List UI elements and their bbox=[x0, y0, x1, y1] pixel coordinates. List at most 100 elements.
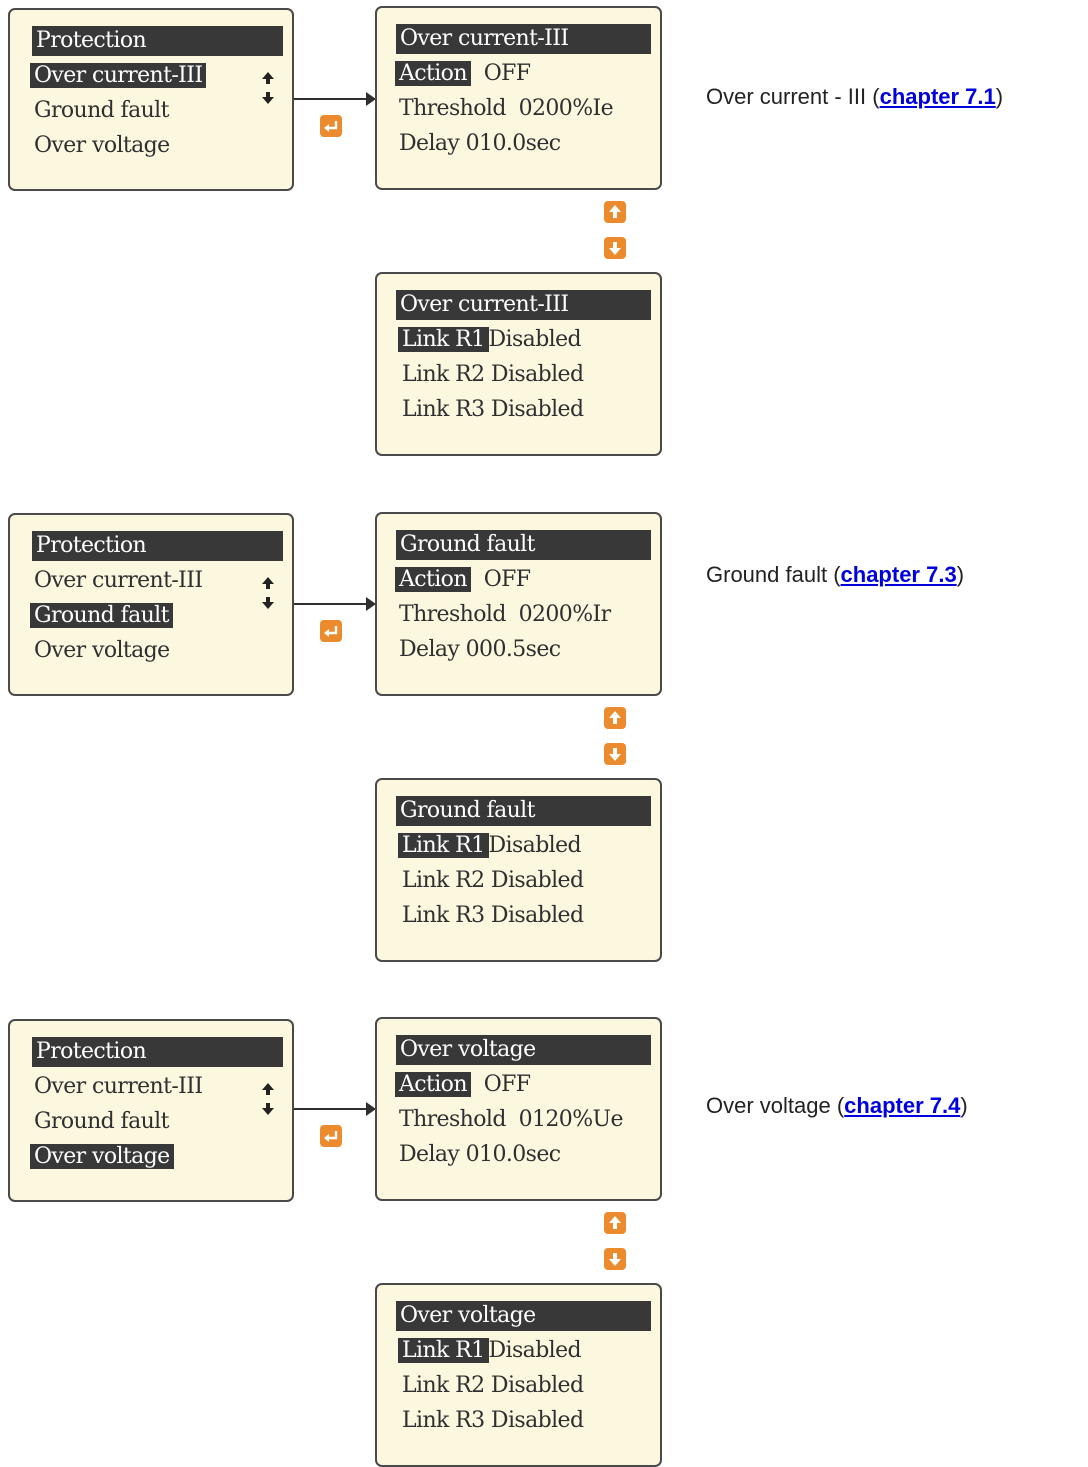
settings-screen: Ground fault Action OFF Threshold 0200%I… bbox=[375, 512, 662, 696]
settings-screen: Over voltage Action OFF Threshold 0120%U… bbox=[375, 1017, 662, 1201]
delay-row[interactable]: Delay 010.0sec bbox=[399, 1140, 561, 1170]
menu-item-ground-fault[interactable]: Ground fault bbox=[34, 96, 169, 126]
down-arrow-icon[interactable] bbox=[604, 1248, 626, 1270]
threshold-label: Threshold bbox=[399, 602, 506, 627]
menu-item-label: Over voltage bbox=[30, 1144, 174, 1169]
enter-icon[interactable] bbox=[320, 1125, 342, 1147]
delay-value: 010.0sec bbox=[465, 131, 561, 156]
menu-item-over-current[interactable]: Over current-III bbox=[34, 566, 203, 596]
threshold-row[interactable]: Threshold 0120%Ue bbox=[399, 1105, 623, 1135]
enter-icon[interactable] bbox=[320, 115, 342, 137]
link-value: Disabled bbox=[488, 1338, 582, 1363]
links-title: Ground fault bbox=[396, 796, 651, 826]
action-value: OFF bbox=[483, 567, 531, 592]
link-value: Disabled bbox=[488, 833, 582, 858]
flow-arrow bbox=[294, 92, 376, 106]
menu-item-over-voltage[interactable]: Over voltage bbox=[34, 636, 170, 666]
links-title: Over current-III bbox=[396, 290, 651, 320]
threshold-label: Threshold bbox=[399, 1107, 506, 1132]
link-label: Link R2 bbox=[402, 868, 485, 893]
menu-item-over-current[interactable]: Over current-III bbox=[34, 1072, 203, 1102]
menu-item-label: Over current-III bbox=[34, 568, 203, 593]
chapter-link[interactable]: chapter 7.4 bbox=[844, 1093, 961, 1118]
action-label: Action bbox=[395, 1072, 471, 1097]
caption: Over voltage (chapter 7.4) bbox=[706, 1093, 968, 1119]
up-down-arrows-icon bbox=[262, 577, 274, 609]
delay-value: 010.0sec bbox=[465, 1142, 561, 1167]
menu-title: Protection bbox=[32, 1037, 283, 1067]
menu-item-label: Over voltage bbox=[34, 133, 170, 158]
up-arrow-icon[interactable] bbox=[604, 201, 626, 223]
settings-screen: Over current-III Action OFF Threshold 02… bbox=[375, 6, 662, 190]
threshold-row[interactable]: Threshold 0200%Ir bbox=[399, 600, 611, 630]
action-value: OFF bbox=[483, 1072, 531, 1097]
enter-icon[interactable] bbox=[320, 620, 342, 642]
caption-text: Over current - III ( bbox=[706, 84, 880, 109]
action-label: Action bbox=[395, 567, 471, 592]
link-value: Disabled bbox=[490, 1408, 584, 1433]
link-value: Disabled bbox=[490, 903, 584, 928]
delay-row[interactable]: Delay 010.0sec bbox=[399, 129, 561, 159]
delay-label: Delay bbox=[399, 131, 460, 156]
menu-title: Protection bbox=[32, 531, 283, 561]
link-r3-row[interactable]: Link R3 Disabled bbox=[402, 1406, 584, 1436]
link-r3-row[interactable]: Link R3 Disabled bbox=[402, 395, 584, 425]
down-arrow-icon[interactable] bbox=[604, 743, 626, 765]
delay-value: 000.5sec bbox=[465, 637, 561, 662]
link-value: Disabled bbox=[488, 327, 582, 352]
up-arrow-icon[interactable] bbox=[604, 1212, 626, 1234]
action-row[interactable]: Action OFF bbox=[395, 565, 531, 595]
menu-item-over-current[interactable]: Over current-III bbox=[30, 61, 207, 91]
link-r2-row[interactable]: Link R2 Disabled bbox=[402, 360, 584, 390]
menu-title: Protection bbox=[32, 26, 283, 56]
menu-item-ground-fault[interactable]: Ground fault bbox=[30, 601, 173, 631]
menu-item-label: Over current-III bbox=[30, 63, 207, 88]
caption-text: Ground fault ( bbox=[706, 562, 841, 587]
caption-close: ) bbox=[956, 562, 965, 587]
link-r2-row[interactable]: Link R2 Disabled bbox=[402, 1371, 584, 1401]
action-row[interactable]: Action OFF bbox=[395, 59, 531, 89]
menu-item-over-voltage[interactable]: Over voltage bbox=[34, 131, 170, 161]
settings-title: Over current-III bbox=[396, 24, 651, 54]
menu-item-label: Over current-III bbox=[34, 1074, 203, 1099]
action-row[interactable]: Action OFF bbox=[395, 1070, 531, 1100]
link-r3-row[interactable]: Link R3 Disabled bbox=[402, 901, 584, 931]
down-arrow-icon[interactable] bbox=[604, 237, 626, 259]
menu-item-over-voltage[interactable]: Over voltage bbox=[30, 1142, 174, 1172]
link-value: Disabled bbox=[490, 397, 584, 422]
settings-title: Over voltage bbox=[396, 1035, 651, 1065]
caption: Ground fault (chapter 7.3) bbox=[706, 562, 964, 588]
caption-text: Over voltage ( bbox=[706, 1093, 845, 1118]
link-label: Link R1 bbox=[398, 833, 489, 858]
caption-close: ) bbox=[960, 1093, 968, 1118]
up-down-arrows-icon bbox=[262, 72, 274, 104]
menu-item-label: Ground fault bbox=[30, 603, 173, 628]
link-label: Link R1 bbox=[398, 1338, 489, 1363]
delay-row[interactable]: Delay 000.5sec bbox=[399, 635, 561, 665]
threshold-label: Threshold bbox=[399, 96, 506, 121]
link-value: Disabled bbox=[490, 1373, 584, 1398]
link-r2-row[interactable]: Link R2 Disabled bbox=[402, 866, 584, 896]
protection-menu-screen: Protection Over current-III Ground fault… bbox=[8, 513, 294, 696]
menu-item-ground-fault[interactable]: Ground fault bbox=[34, 1107, 169, 1137]
chapter-link[interactable]: chapter 7.1 bbox=[879, 84, 996, 109]
threshold-value: 0200%Ie bbox=[518, 96, 614, 121]
caption-close: ) bbox=[995, 84, 1004, 109]
menu-item-label: Over voltage bbox=[34, 638, 170, 663]
action-label: Action bbox=[395, 61, 471, 86]
threshold-value: 0200%Ir bbox=[518, 602, 612, 627]
threshold-row[interactable]: Threshold 0200%Ie bbox=[399, 94, 614, 124]
threshold-value: 0120%Ue bbox=[518, 1107, 624, 1132]
menu-item-label: Ground fault bbox=[34, 1109, 169, 1134]
up-arrow-icon[interactable] bbox=[604, 707, 626, 729]
chapter-link[interactable]: chapter 7.3 bbox=[840, 562, 957, 587]
link-label: Link R2 bbox=[402, 362, 485, 387]
up-down-arrows-icon bbox=[262, 1083, 274, 1115]
links-title: Over voltage bbox=[396, 1301, 651, 1331]
settings-title: Ground fault bbox=[396, 530, 651, 560]
